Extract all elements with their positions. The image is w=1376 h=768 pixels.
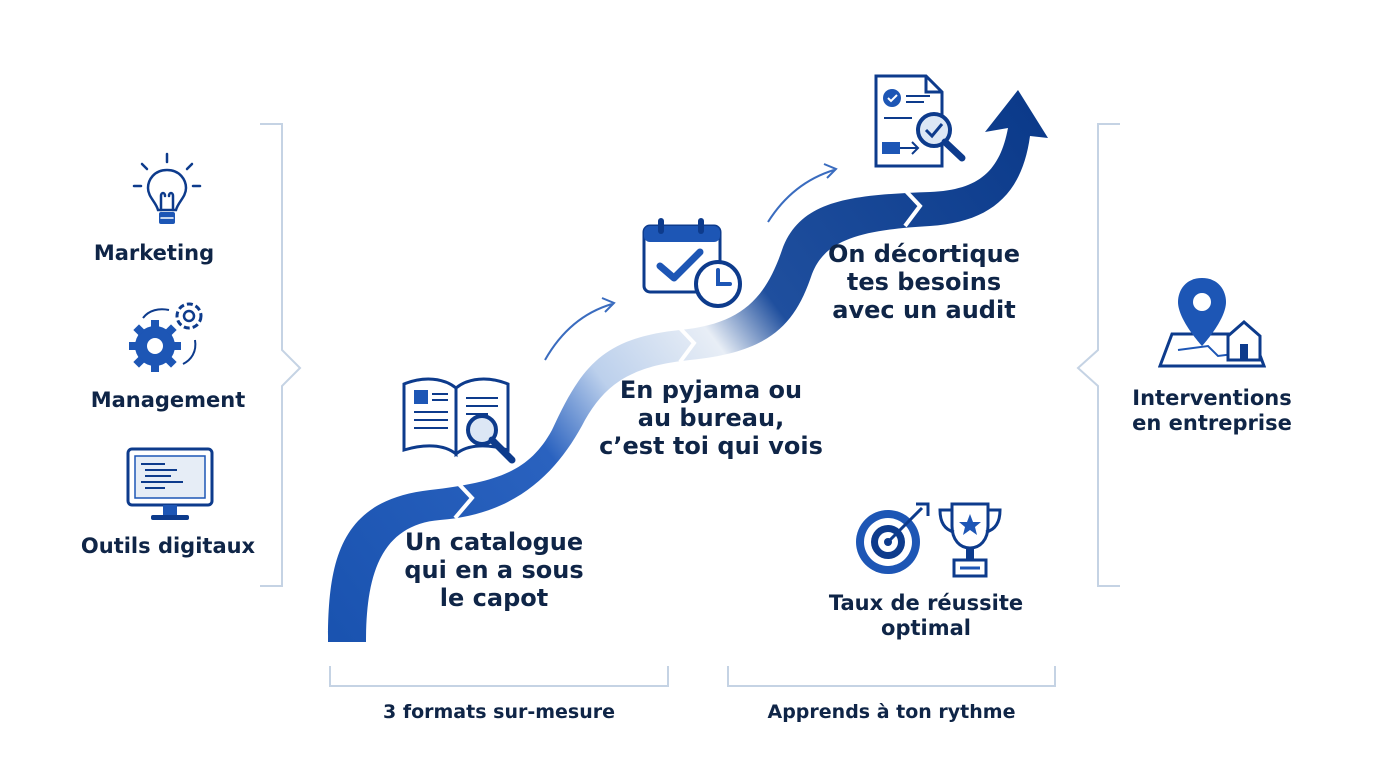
footer-label-formats: 3 formats sur-mesure <box>382 701 616 723</box>
monitor-code-icon <box>126 447 214 520</box>
open-book-magnifier-icon <box>402 377 516 464</box>
category-management: Management <box>90 388 246 412</box>
footer-bracket-right <box>727 666 1056 687</box>
map-pin-house-icon <box>1158 278 1266 368</box>
target-icon <box>856 502 930 574</box>
step-3-text: On décortique tes besoins avec un audit <box>827 240 1021 324</box>
small-arrow-2 <box>767 169 835 223</box>
right-bracket <box>1076 123 1120 587</box>
small-arrow-1 <box>544 303 613 361</box>
footer-bracket-left <box>329 666 669 687</box>
calendar-clock-icon <box>642 218 742 308</box>
right-interventions-text: Interventions en entreprise <box>1132 386 1292 435</box>
lightbulb-icon <box>132 152 202 224</box>
step-1-text: Un catalogue qui en a sous le capot <box>404 528 584 612</box>
category-marketing: Marketing <box>93 241 215 265</box>
step-2-text: En pyjama ou au bureau, c’est toi qui vo… <box>599 376 823 460</box>
gears-icon <box>129 302 203 372</box>
success-rate-text: Taux de réussite optimal <box>828 591 1024 640</box>
footer-label-rythme: Apprends à ton rythme <box>767 701 1016 723</box>
document-audit-icon <box>874 74 966 168</box>
journey-path-arrow <box>328 90 1048 642</box>
left-bracket <box>260 123 302 587</box>
category-outils-digitaux: Outils digitaux <box>80 534 256 558</box>
trophy-icon <box>938 502 1002 578</box>
